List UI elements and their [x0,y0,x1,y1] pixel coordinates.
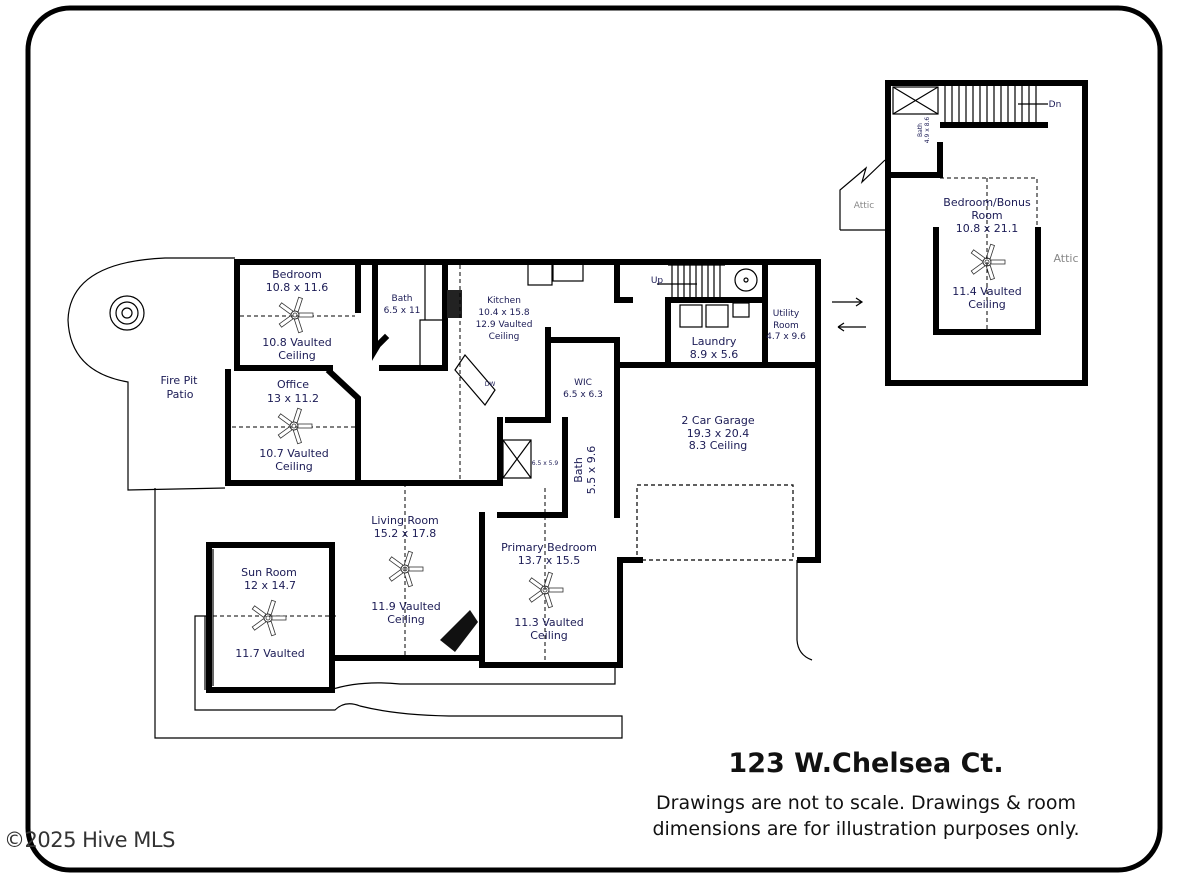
svg-text:Kitchen: Kitchen [487,296,521,306]
svg-text:15.2 x 17.8: 15.2 x 17.8 [374,527,437,540]
room-wic: WIC 6.5 x 6.3 [563,378,603,400]
svg-text:10.7 Vaulted: 10.7 Vaulted [259,447,329,460]
room-upper-bath: Bath 4.9 x 8.6 [917,117,931,144]
room-primary-bath: Bath 5.5 x 9.6 [572,446,598,495]
svg-text:Living Room: Living Room [371,514,439,527]
fire-pit-patio: Fire Pit Patio [161,374,199,401]
property-address: 123 W.Chelsea Ct. [728,748,1004,779]
svg-text:4.9 x 8.6: 4.9 x 8.6 [924,117,931,144]
svg-text:8.3 Ceiling: 8.3 Ceiling [689,439,748,452]
svg-text:Laundry: Laundry [692,335,737,348]
svg-text:Fire Pit: Fire Pit [161,374,199,387]
svg-text:DW: DW [485,381,496,388]
svg-text:19.3 x 20.4: 19.3 x 20.4 [687,427,750,440]
svg-text:12 x 14.7: 12 x 14.7 [244,579,296,592]
svg-text:Patio: Patio [167,388,194,401]
fan-icon [278,296,314,334]
fan-icon [251,599,287,637]
shower-size: 6.5 x 5.9 [532,460,559,467]
fan-icon [388,550,424,588]
svg-text:10.8 Vaulted: 10.8 Vaulted [262,336,332,349]
svg-text:Sun Room: Sun Room [241,566,297,579]
room-bonus: Bedroom/Bonus Room 10.8 x 21.1 11.4 Vaul… [943,196,1031,311]
disclaimer-line-2: dimensions are for illustration purposes… [652,818,1080,840]
svg-text:4.7 x 9.6: 4.7 x 9.6 [766,332,806,342]
svg-text:Utility: Utility [773,309,800,319]
svg-text:Ceiling: Ceiling [387,613,425,626]
room-sun-room: Sun Room 12 x 14.7 11.7 Vaulted [235,566,305,660]
stairs-up-label: Up [651,276,664,286]
disclaimer-line-1: Drawings are not to scale. Drawings & ro… [656,792,1076,814]
attic-left-label: Attic [854,201,875,211]
level-arrows [832,297,866,332]
room-garage: 2 Car Garage 19.3 x 20.4 8.3 Ceiling [681,414,754,452]
svg-text:Bedroom/Bonus: Bedroom/Bonus [943,196,1031,209]
fan-icon [970,243,1006,281]
watermark: ©2025 Hive MLS [4,828,175,852]
svg-text:Bath: Bath [917,123,924,137]
svg-text:Ceiling: Ceiling [489,332,520,342]
svg-text:11.4 Vaulted: 11.4 Vaulted [952,285,1022,298]
svg-text:Primary Bedroom: Primary Bedroom [501,541,597,554]
svg-text:11.3 Vaulted: 11.3 Vaulted [514,616,584,629]
svg-text:11.7 Vaulted: 11.7 Vaulted [235,647,305,660]
svg-text:Room: Room [971,209,1002,222]
room-utility: Utility Room 4.7 x 9.6 [766,309,806,342]
svg-text:10.8 x 11.6: 10.8 x 11.6 [266,281,329,294]
patio-outline [67,257,813,739]
svg-text:Ceiling: Ceiling [968,298,1006,311]
svg-text:6.5 x 11: 6.5 x 11 [384,306,421,316]
svg-text:8.9 x 5.6: 8.9 x 5.6 [690,348,739,361]
svg-text:12.9 Vaulted: 12.9 Vaulted [476,320,533,330]
room-bath: Bath 6.5 x 11 [384,294,421,316]
fan-icon [528,571,564,609]
svg-text:Bath: Bath [392,294,413,304]
svg-text:13.7 x 15.5: 13.7 x 15.5 [518,554,581,567]
svg-text:10.8 x 21.1: 10.8 x 21.1 [956,222,1019,235]
svg-text:Room: Room [773,321,799,331]
main-floor-walls [204,259,821,693]
svg-text:Bath: Bath [572,457,585,483]
svg-text:WIC: WIC [574,378,592,388]
svg-text:Office: Office [277,378,309,391]
svg-text:13 x 11.2: 13 x 11.2 [267,392,319,405]
svg-text:2 Car Garage: 2 Car Garage [681,414,754,427]
fan-icon [277,407,313,445]
room-primary-bedroom: Primary Bedroom 13.7 x 15.5 11.3 Vaulted… [501,541,597,642]
room-living: Living Room 15.2 x 17.8 11.9 Vaulted Cei… [371,514,441,626]
attic-right-label: Attic [1053,252,1078,265]
svg-text:6.5 x 6.3: 6.5 x 6.3 [563,390,603,400]
ceiling-lines [213,265,546,660]
room-office: Office 13 x 11.2 10.7 Vaulted Ceiling [259,378,329,473]
upper-floor-walls [839,80,1088,386]
page-frame [25,5,1163,873]
svg-text:10.4 x 15.8: 10.4 x 15.8 [478,308,529,318]
room-bedroom: Bedroom 10.8 x 11.6 10.8 Vaulted Ceiling [262,268,332,362]
disclaimer: Drawings are not to scale. Drawings & ro… [600,790,1132,842]
room-laundry: Laundry 8.9 x 5.6 [690,335,739,361]
svg-text:Ceiling: Ceiling [278,349,316,362]
svg-text:5.5 x 9.6: 5.5 x 9.6 [585,446,598,495]
svg-text:Ceiling: Ceiling [530,629,568,642]
svg-text:Bedroom: Bedroom [272,268,322,281]
stairs-down-label: Dn [1049,100,1062,110]
svg-text:Ceiling: Ceiling [275,460,313,473]
room-kitchen: Kitchen 10.4 x 15.8 12.9 Vaulted Ceiling… [476,296,533,388]
svg-text:11.9 Vaulted: 11.9 Vaulted [371,600,441,613]
